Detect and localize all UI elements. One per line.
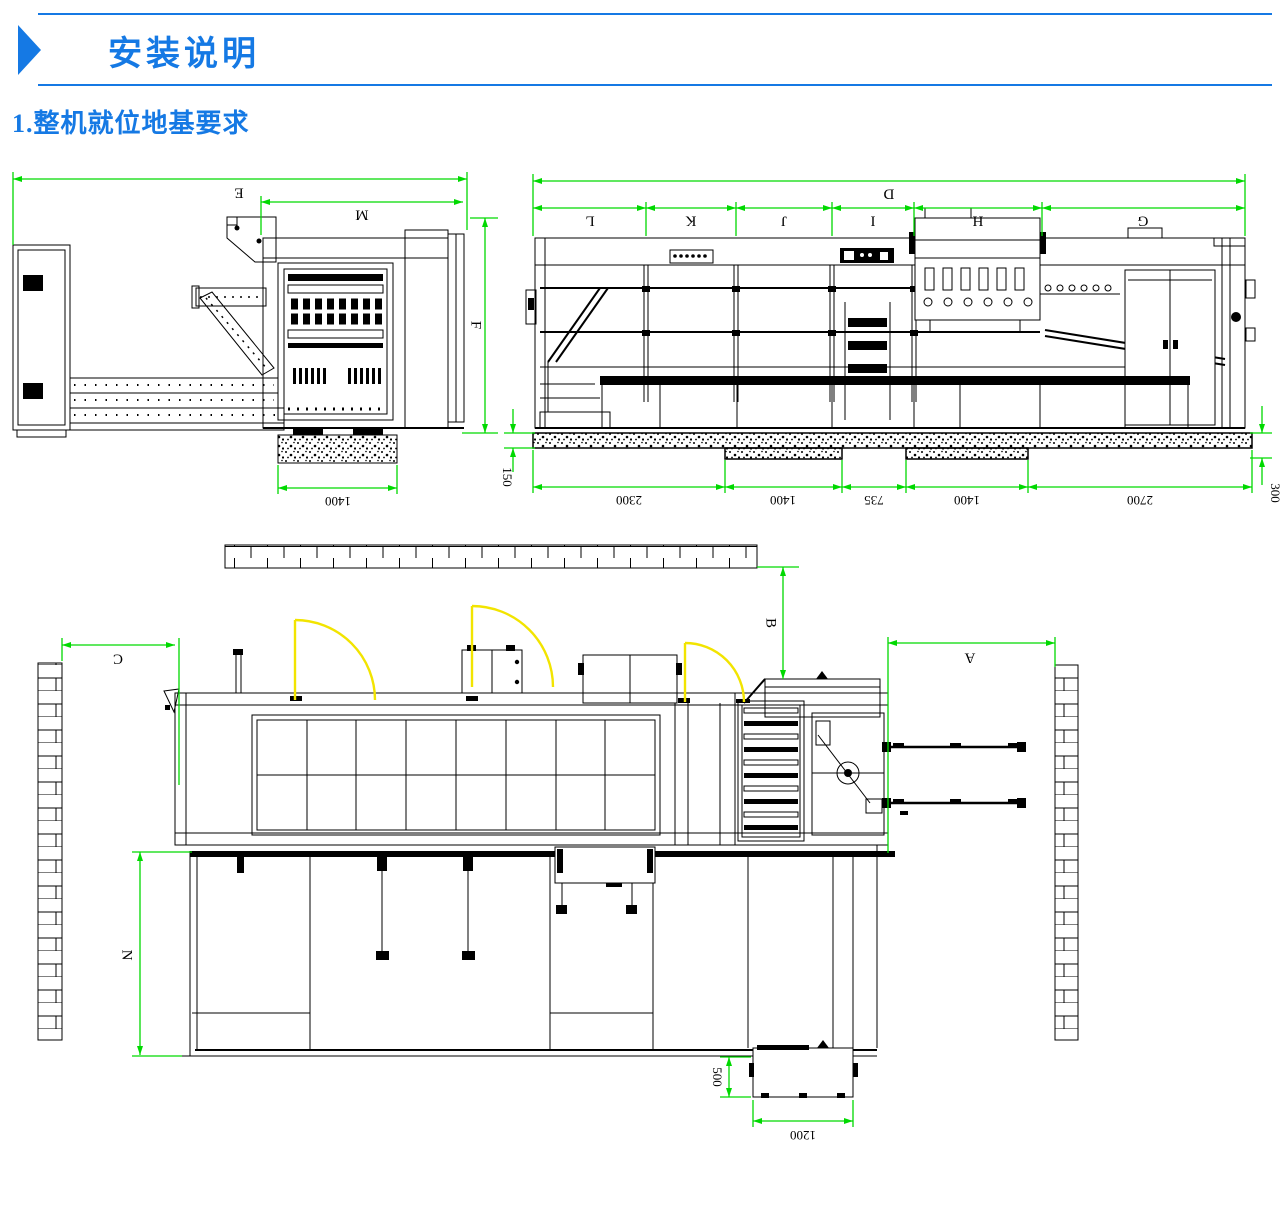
dim-label-m: M — [355, 207, 368, 223]
dim-label-i: I — [871, 213, 876, 229]
dim-label-n: N — [119, 950, 135, 961]
dim-label-d: D — [883, 186, 894, 202]
dim-label-2700: 2700 — [1127, 493, 1153, 508]
header-top-rule — [38, 13, 1272, 15]
dim-label-1200: 1200 — [790, 1128, 816, 1143]
dim-label-2300: 2300 — [616, 493, 642, 508]
dim-label-500: 500 — [710, 1067, 725, 1087]
front-view-machine — [12, 216, 465, 464]
dim-label-300: 300 — [1268, 483, 1280, 503]
wall-right — [1054, 664, 1079, 1041]
dim-label-c: C — [113, 651, 123, 667]
header-bottom-rule — [38, 84, 1272, 86]
wall-left — [37, 662, 63, 1041]
wall-top — [224, 544, 758, 569]
side-view-dimensions: D L K J I H G 2300 1400 735 1400 2700 — [500, 174, 1280, 508]
dim-label-735: 735 — [864, 493, 884, 508]
front-view-dimensions: E M F 1400 — [12, 172, 498, 509]
dim-label-k: K — [685, 213, 696, 229]
section-arrow-icon — [18, 25, 41, 75]
dim-label-f: F — [468, 321, 484, 329]
side-view-drawing: D L K J I H G 2300 1400 735 1400 2700 — [500, 174, 1280, 508]
plan-machine — [163, 645, 1026, 1098]
plan-dimensions: C B A N 500 1200 — [61, 566, 1056, 1143]
front-view-drawing: E M F 1400 — [12, 172, 498, 509]
side-view-machine — [525, 207, 1256, 460]
dim-label-h: H — [972, 213, 983, 229]
dim-label-1400a: 1400 — [770, 493, 796, 508]
dim-label-1400-front: 1400 — [325, 494, 351, 509]
dim-label-a: A — [964, 650, 975, 666]
dim-label-l: L — [585, 213, 594, 229]
dim-label-e: E — [234, 185, 243, 201]
section-heading: 1.整机就位地基要求 — [12, 109, 250, 138]
plan-doors — [293, 604, 746, 703]
dim-label-150: 150 — [500, 467, 515, 487]
dim-label-j: J — [781, 213, 787, 229]
plan-walls — [37, 544, 1079, 1041]
dim-label-b: B — [763, 618, 779, 628]
page-title: 安装说明 — [108, 35, 260, 73]
dim-label-1400b: 1400 — [954, 493, 980, 508]
plan-view-drawing: C B A N 500 1200 — [37, 544, 1079, 1143]
dim-label-g: G — [1137, 213, 1148, 229]
